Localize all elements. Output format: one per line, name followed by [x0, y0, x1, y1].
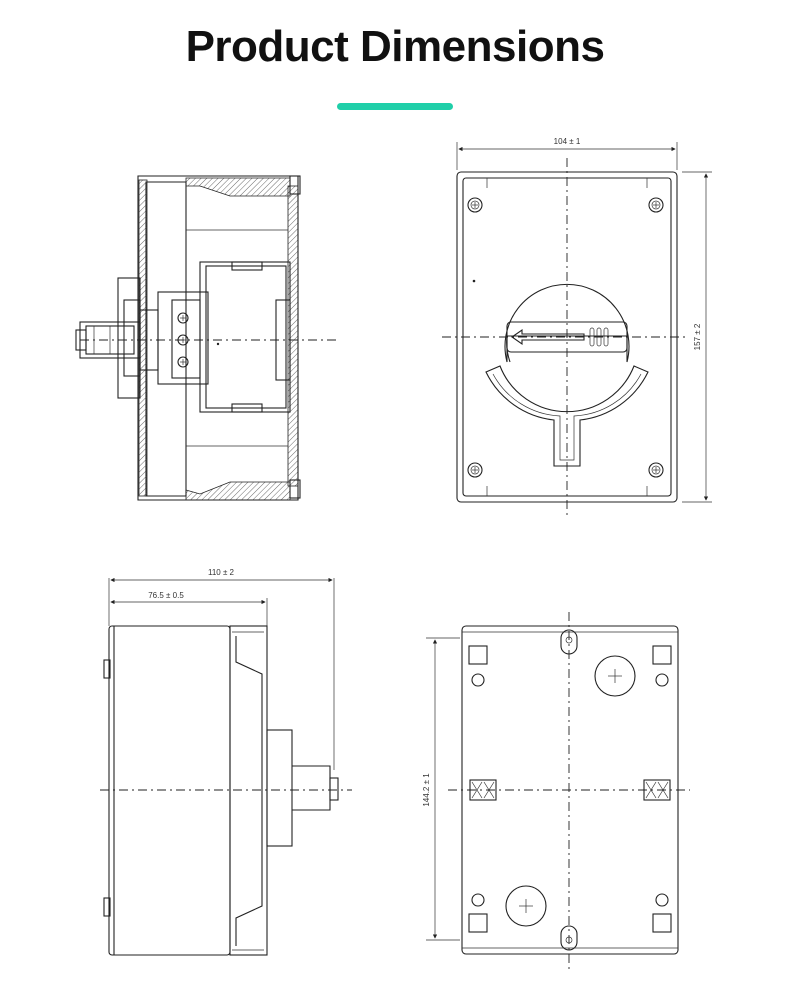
- knob-icon: [485, 283, 649, 467]
- screw-icon: [648, 197, 664, 213]
- front-width-label: 104 ± 1: [554, 137, 581, 146]
- front-height-label: 157 ± 2: [693, 323, 702, 350]
- screw-icon: [648, 462, 664, 478]
- section-view: [75, 175, 340, 501]
- rear-height-label: 144.2 ± 1: [422, 773, 431, 807]
- rear-view: 144.2 ± 1: [422, 612, 690, 970]
- screw-icon: [467, 197, 483, 213]
- side-partial-label: 76.5 ± 0.5: [148, 591, 184, 600]
- front-view: 104 ± 1 157 ± 2: [442, 137, 712, 515]
- arrow-icon: [511, 328, 585, 346]
- side-view: 110 ± 2 76.5 ± 0.5: [100, 568, 352, 956]
- screw-icon: [467, 462, 483, 478]
- title-accent-bar: [337, 103, 453, 110]
- page-title: Product Dimensions: [185, 22, 605, 71]
- side-overall-label: 110 ± 2: [208, 568, 235, 577]
